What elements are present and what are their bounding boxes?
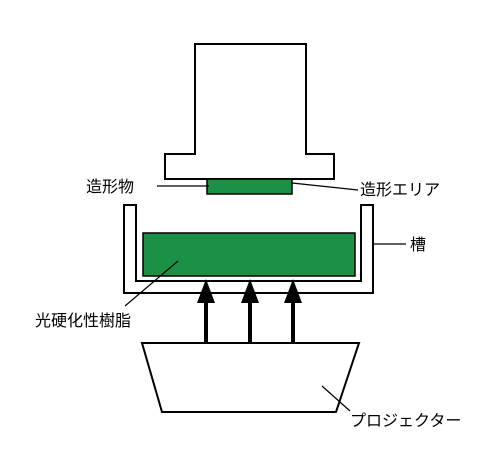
label-photocurable-resin: 光硬化性樹脂 [35, 311, 131, 330]
label-projector: プロジェクター [350, 411, 461, 430]
projection-arrow [197, 279, 215, 343]
label-build-object: 造形物 [86, 177, 134, 196]
leader-projector [321, 385, 351, 412]
label-build-area: 造形エリア [360, 180, 440, 199]
leader-build-area [291, 182, 359, 191]
build-platform [164, 43, 335, 180]
label-vat: 槽 [410, 235, 426, 254]
resin-pool [142, 232, 356, 277]
projection-arrow [284, 279, 302, 343]
build-area [206, 178, 293, 195]
leader-resin [124, 260, 179, 307]
projector [140, 342, 361, 413]
projection-arrows [197, 279, 302, 343]
projection-arrow [241, 279, 259, 343]
